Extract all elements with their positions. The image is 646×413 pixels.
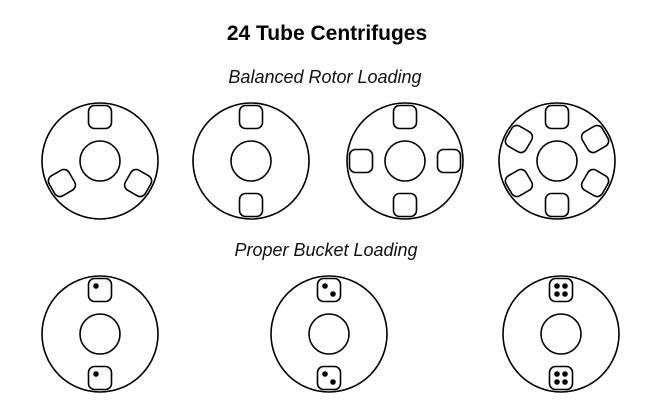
rotor-hub [79,313,121,355]
bucket-outline [47,168,77,198]
tube-dot [562,371,568,377]
bucket [580,168,610,198]
tube-dot [562,291,568,297]
bucket [238,104,264,130]
rotor-hub [230,140,272,182]
bucket [580,124,610,154]
bucket-outline [238,192,264,218]
bucket [87,365,113,391]
bucket-outline [348,148,374,174]
bucket-outline [87,277,113,303]
tube-dot [322,371,328,377]
bucket [87,104,113,130]
rotor-hub [79,140,121,182]
bucket-outline [392,104,418,130]
tube-dot [330,291,336,297]
bucket-outline [580,124,610,154]
bucket-outline [392,192,418,218]
tube-dot [93,371,99,377]
balanced-rotor-2 [192,102,310,220]
rotor-hub [536,140,578,182]
bucket-outline [504,124,534,154]
bucket [548,277,574,303]
balanced-rotor-3 [346,102,464,220]
proper-rotor-3 [502,275,620,393]
tube-dot [554,283,560,289]
bucket-outline [548,365,574,391]
tube-dot [330,379,336,385]
proper-bucket-loading-label: Proper Bucket Loading [234,240,417,260]
bucket [47,168,77,198]
bucket [316,277,342,303]
diagram-title: 24 Tube Centrifuges [227,22,427,45]
bucket [238,192,264,218]
bucket-outline [316,365,342,391]
bucket [123,168,153,198]
bucket [504,168,534,198]
rotor-hub [308,313,350,355]
proper-bucket-row [41,275,620,393]
balanced-rotor-1 [41,102,159,220]
bucket [348,148,374,174]
tube-dot [93,283,99,289]
bucket [544,104,570,130]
bucket-outline [580,168,610,198]
bucket-outline [548,277,574,303]
bucket-outline [87,365,113,391]
balanced-rotor-loading-label: Balanced Rotor Loading [228,67,421,87]
tube-dot [554,291,560,297]
tube-dot [554,371,560,377]
rotor-hub [384,140,426,182]
bucket-outline [544,192,570,218]
bucket [436,148,462,174]
bucket-outline [544,104,570,130]
bucket-outline [87,104,113,130]
tube-dot [562,283,568,289]
rotor-hub [540,313,582,355]
bucket-outline [123,168,153,198]
bucket [392,192,418,218]
tube-dot [554,379,560,385]
balanced-rotor-4 [498,102,616,220]
bucket [548,365,574,391]
tube-dot [322,283,328,289]
bucket [316,365,342,391]
bucket-outline [436,148,462,174]
bucket [392,104,418,130]
proper-rotor-1 [41,275,159,393]
bucket-outline [316,277,342,303]
bucket [544,192,570,218]
bucket-outline [504,168,534,198]
bucket [504,124,534,154]
bucket-outline [238,104,264,130]
proper-rotor-2 [270,275,388,393]
balanced-rotor-row [41,102,616,220]
bucket [87,277,113,303]
tube-dot [562,379,568,385]
